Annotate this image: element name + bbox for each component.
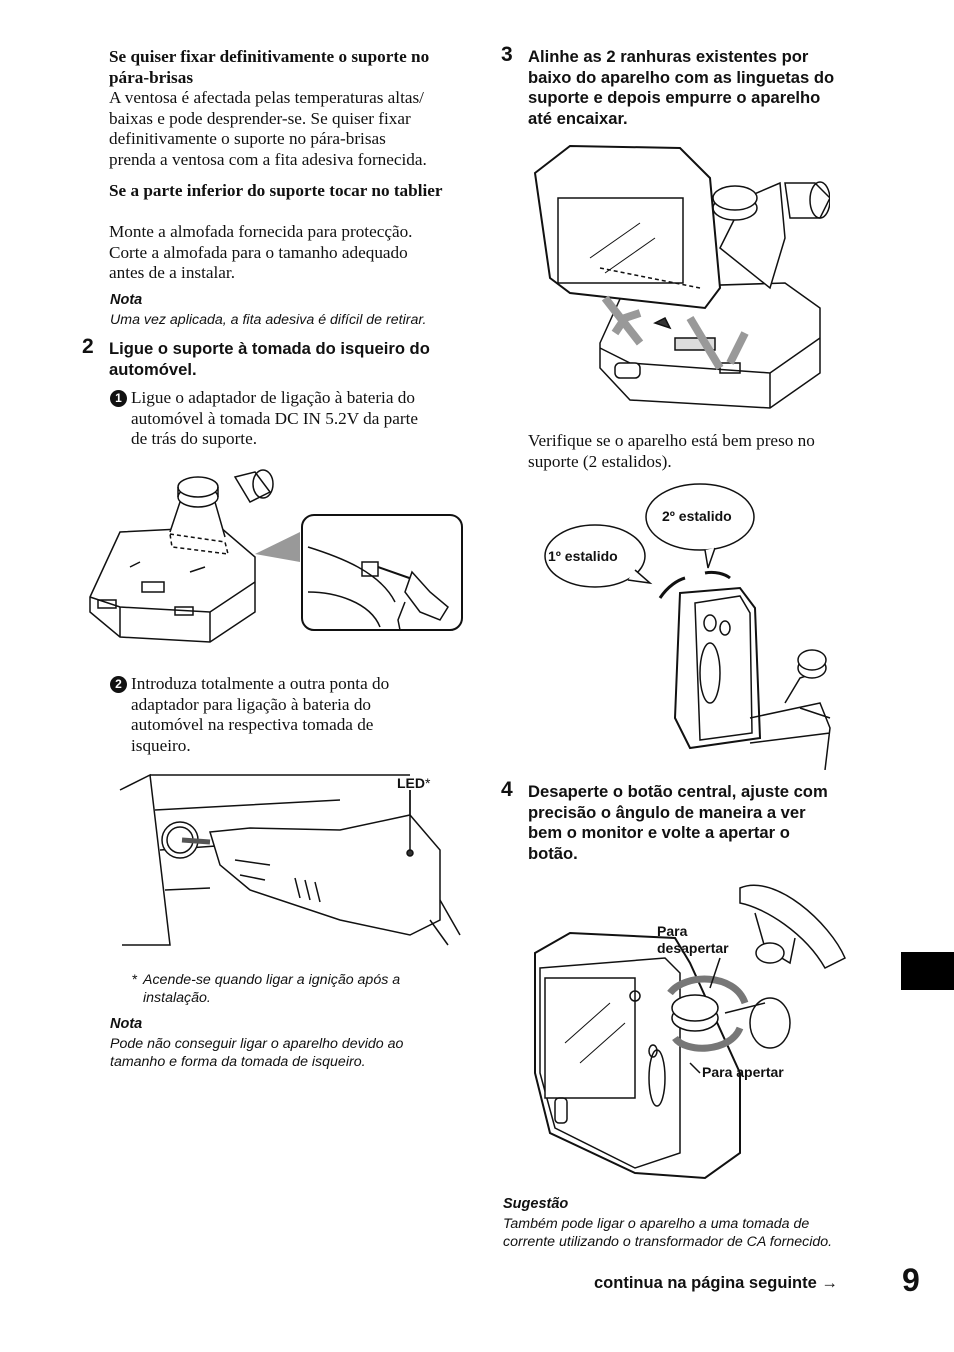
note-title: Nota	[110, 1016, 143, 1032]
text-line: Ligue o adaptador de ligação à bateria d…	[131, 388, 415, 407]
sub-step-2-text: Introduza totalmente a outra ponta do ad…	[131, 674, 389, 756]
verify-text: Verifique se o aparelho está bem preso n…	[528, 431, 815, 472]
first-click-label: 1º estalido	[548, 548, 618, 564]
text-line: Acende-se quando ligar a ignição após a	[143, 972, 401, 988]
text-line: Para	[657, 923, 688, 939]
text-line: até encaixar.	[528, 108, 628, 128]
text-line: antes de a instalar.	[109, 263, 235, 282]
text-line: Verifique se o aparelho está bem preso n…	[528, 431, 815, 450]
text-line: bem o monitor e volte a apertar o	[528, 823, 790, 842]
note-title: Nota	[110, 292, 143, 308]
footnote-asterisk: *	[132, 972, 138, 988]
page-number: 9	[902, 1262, 920, 1298]
step-4-heading: Desaperte o botão central, ajuste com pr…	[528, 782, 828, 864]
text-line: Desaperte o botão central, ajuste com	[528, 782, 828, 801]
cigarette-plug-illustration	[119, 773, 461, 946]
text-line: Corte a almofada para o tamanho adequado	[109, 242, 408, 262]
text-line: isqueiro.	[131, 735, 191, 755]
step-2-heading: Ligue o suporte à tomada do isqueiro do …	[109, 339, 430, 379]
sub-step-1-text: Ligue o adaptador de ligação à bateria d…	[131, 388, 418, 450]
arrow-right-icon: →	[821, 1274, 838, 1292]
text-line: baixo do aparelho com as linguetas do	[528, 67, 835, 87]
two-clicks-illustration	[544, 483, 831, 770]
text-line: baixas e pode desprender-se. Se quiser f…	[109, 108, 411, 128]
text-line: Também pode ligar o aparelho a uma tomad…	[503, 1216, 810, 1232]
device-cradle-alignment-illustration	[533, 144, 830, 409]
second-click-label: 2º estalido	[662, 508, 732, 524]
led-label-text: LED	[397, 775, 425, 791]
step-number-2: 2	[82, 335, 94, 358]
led-label: LED*	[397, 775, 430, 792]
loosen-label: Para desapertar	[657, 923, 729, 957]
text-line: instalação.	[143, 990, 211, 1006]
text-line: Introduza totalmente a outra ponta do	[131, 674, 390, 693]
text-line: corrente utilizando o transformador de C…	[503, 1234, 833, 1250]
tighten-label: Para apertar	[702, 1064, 784, 1080]
text-line: Pode não conseguir ligar o aparelho devi…	[110, 1036, 404, 1052]
text-line: desapertar	[657, 940, 729, 956]
text-line: A ventosa é afectada pelas temperaturas …	[109, 88, 424, 107]
tip-title: Sugestão	[503, 1196, 569, 1212]
text-line: tamanho e forma da tomada de isqueiro.	[110, 1054, 366, 1070]
text-line: botão.	[528, 843, 578, 863]
sub-step-badge: 1	[110, 390, 127, 407]
text-line: definitivamente o suporte no pára-brisas	[109, 129, 386, 148]
led-asterisk: *	[425, 775, 431, 791]
continue-text: continua na página seguinte	[594, 1274, 817, 1292]
step-3-heading: Alinhe as 2 ranhuras existentes por baix…	[528, 47, 834, 129]
cradle-dc-in-illustration	[89, 469, 463, 643]
step-number-4: 4	[501, 778, 513, 801]
section-heading-dashboard: Se a parte inferior do suporte tocar no …	[109, 181, 443, 200]
note-text: Uma vez aplicada, a fita adesiva é difíc…	[110, 312, 427, 328]
text-line: automóvel à tomada DC IN 5.2V da parte	[131, 408, 419, 428]
text-line: precisão o ângulo de maneira a ver	[528, 802, 806, 822]
text-line: Monte a almofada fornecida para protecçã…	[109, 222, 413, 241]
text-line: de trás do suporte.	[131, 429, 258, 448]
section-edge-tab	[901, 952, 954, 990]
text-line: suporte e depois empurre o aparelho	[528, 88, 821, 107]
text-line: adaptador para ligação à bateria do	[131, 694, 372, 714]
knob-adjust-illustration	[534, 884, 846, 1180]
text-line: prenda a ventosa com a fita adesiva forn…	[109, 149, 427, 169]
text-line: Alinhe as 2 ranhuras existentes por	[528, 47, 809, 66]
dashboard-text: Monte a almofada fornecida para protecçã…	[109, 222, 412, 284]
section-heading-permanent-mount: Se quiser fixar definitivamente o suport…	[109, 47, 430, 87]
tip-text: Também pode ligar o aparelho a uma tomad…	[503, 1215, 832, 1251]
text-line: automóvel na respectiva tomada de	[131, 715, 374, 734]
continue-label: continua na página seguinte →	[594, 1274, 838, 1293]
permanent-mount-text: A ventosa é afectada pelas temperaturas …	[109, 88, 427, 170]
led-footnote: * Acende-se quando ligar a ignição após …	[132, 971, 400, 1007]
step-number-3: 3	[501, 43, 513, 66]
text-line: suporte (2 estalidos).	[528, 451, 672, 471]
note-text: Pode não conseguir ligar o aparelho devi…	[110, 1035, 403, 1071]
sub-step-badge: 2	[110, 676, 127, 693]
